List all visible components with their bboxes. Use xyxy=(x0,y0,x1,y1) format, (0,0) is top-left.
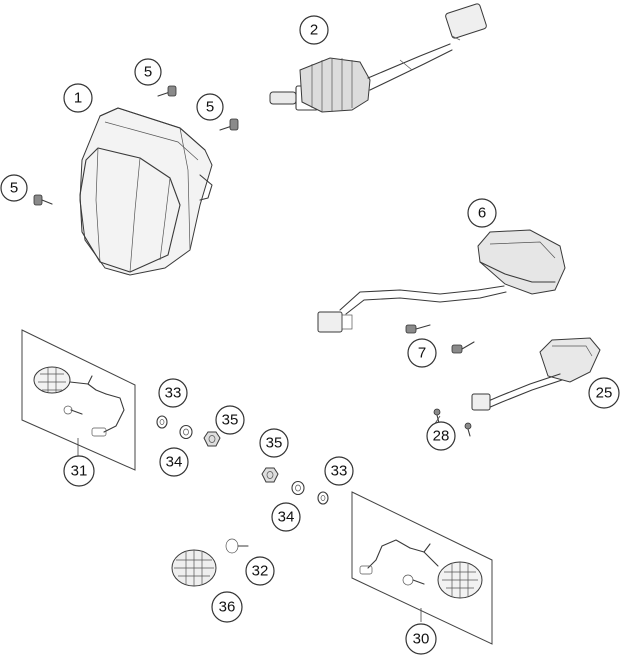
turn-signal-panel-right xyxy=(351,491,493,645)
callout-label: 34 xyxy=(166,454,183,471)
callout-circle xyxy=(63,83,93,113)
callout-c35b: 35 xyxy=(259,428,289,458)
turn-signal-lens xyxy=(171,549,217,587)
callout-c33b: 33 xyxy=(324,456,354,486)
callout-label: 28 xyxy=(433,428,450,445)
callout-c5b: 5 xyxy=(196,93,224,121)
callout-label: 5 xyxy=(144,64,152,81)
washer-33-right xyxy=(317,491,329,505)
callout-circle xyxy=(211,591,243,623)
screw-top xyxy=(157,85,177,97)
callout-label: 32 xyxy=(252,563,269,580)
screw-right xyxy=(219,118,239,131)
callout-label: 6 xyxy=(478,205,486,222)
screw-left xyxy=(33,194,53,206)
callout-label: 33 xyxy=(331,463,348,480)
callout-c30: 30 xyxy=(405,623,437,655)
callout-circle xyxy=(196,93,224,121)
callout-circle xyxy=(588,377,620,409)
callout-c32: 32 xyxy=(245,556,275,586)
callout-c33a: 33 xyxy=(158,378,188,408)
callout-c36: 36 xyxy=(211,591,243,623)
callout-c34b: 34 xyxy=(271,502,301,532)
callout-c5a: 5 xyxy=(134,58,162,86)
washer-34-right xyxy=(291,480,305,496)
turn-signal-panel-left xyxy=(21,329,136,471)
washer-34-left xyxy=(179,424,193,440)
callout-label: 25 xyxy=(596,385,613,402)
tail-light-screw-a xyxy=(405,324,431,334)
nut-35-left xyxy=(203,431,221,447)
callout-circle xyxy=(407,338,437,368)
callout-c5c: 5 xyxy=(0,174,28,202)
callout-c6: 6 xyxy=(467,198,497,228)
callout-circle xyxy=(159,447,189,477)
callout-circle xyxy=(215,405,245,435)
callout-label: 2 xyxy=(310,22,318,39)
callout-c7: 7 xyxy=(407,338,437,368)
callout-circle xyxy=(63,455,95,487)
license-plate-light xyxy=(471,337,601,411)
callout-c35a: 35 xyxy=(215,405,245,435)
callout-circle xyxy=(426,421,456,451)
callout-label: 31 xyxy=(71,463,88,480)
callout-label: 35 xyxy=(222,412,239,429)
callout-label: 5 xyxy=(10,180,18,197)
callout-circle xyxy=(134,58,162,86)
callout-label: 30 xyxy=(413,631,430,648)
callout-label: 5 xyxy=(206,99,214,116)
callout-label: 36 xyxy=(219,599,236,616)
callout-circle xyxy=(259,428,289,458)
callout-c1: 1 xyxy=(63,83,93,113)
callout-c2: 2 xyxy=(299,15,329,45)
nut-35-right xyxy=(261,467,279,483)
callout-label: 34 xyxy=(278,509,295,526)
bulb-socket xyxy=(269,3,487,113)
callout-circle xyxy=(245,556,275,586)
callout-label: 35 xyxy=(266,435,283,452)
callout-c28: 28 xyxy=(426,421,456,451)
callout-label: 7 xyxy=(418,345,426,362)
callout-circle xyxy=(324,456,354,486)
callout-label: 33 xyxy=(165,385,182,402)
callout-circle xyxy=(405,623,437,655)
turn-signal-bulb xyxy=(225,538,249,554)
washer-33-left xyxy=(156,415,168,429)
callout-circle xyxy=(467,198,497,228)
callout-label: 1 xyxy=(74,90,82,107)
callout-circle xyxy=(271,502,301,532)
tail-light xyxy=(317,229,566,333)
callout-c31: 31 xyxy=(63,455,95,487)
tail-light-screw-b xyxy=(451,341,475,354)
headlight-mask xyxy=(79,107,213,276)
callout-c25: 25 xyxy=(588,377,620,409)
callout-circle xyxy=(299,15,329,45)
callout-circle xyxy=(158,378,188,408)
callout-c34a: 34 xyxy=(159,447,189,477)
callout-circle xyxy=(0,174,28,202)
